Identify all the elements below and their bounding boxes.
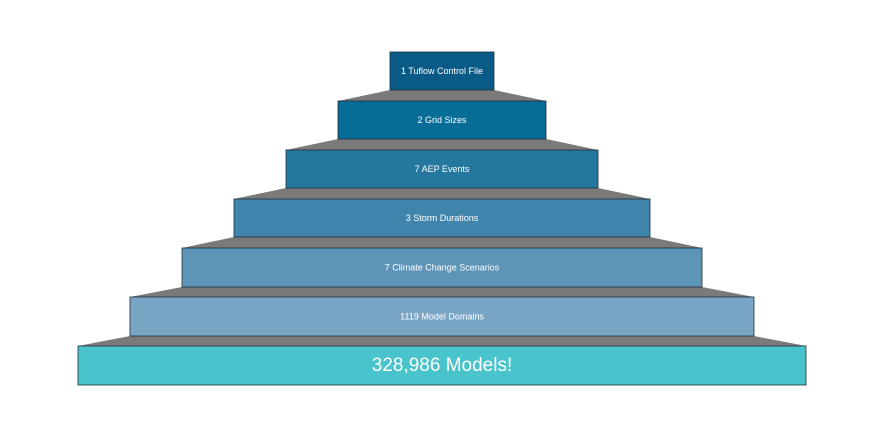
level-3: 7 AEP Events <box>285 149 599 189</box>
level-label-model-domains: 1119 Model Domains <box>400 312 484 322</box>
level-4: 3 Storm Durations <box>233 198 651 238</box>
level-total: 328,986 Models! <box>77 345 807 386</box>
step-connector <box>286 139 598 150</box>
level-label-tuflow-control-file: 1 Tuflow Control File <box>401 66 483 76</box>
level-2: 2 Grid Sizes <box>337 100 547 140</box>
level-box-grid-sizes <box>337 100 547 140</box>
total-models-label: 328,986 Models! <box>372 355 513 376</box>
level-label-climate-change-scenarios: 7 Climate Change Scenarios <box>385 263 500 273</box>
level-box-model-domains <box>129 296 755 337</box>
level-5: 7 Climate Change Scenarios <box>181 247 703 288</box>
step-connector <box>130 287 754 297</box>
step-connector <box>78 336 806 346</box>
level-label-aep-events: 7 AEP Events <box>415 164 470 174</box>
level-6: 1119 Model Domains <box>129 296 755 337</box>
step-connectors <box>78 90 806 346</box>
level-box-storm-durations <box>233 198 651 238</box>
step-connector <box>234 188 650 199</box>
step-connector <box>182 237 702 248</box>
level-label-storm-durations: 3 Storm Durations <box>406 213 479 223</box>
level-box-climate-change-scenarios <box>181 247 703 288</box>
level-box-aep-events <box>285 149 599 189</box>
level-label-grid-sizes: 2 Grid Sizes <box>417 115 467 125</box>
level-box-total-models <box>77 345 807 386</box>
level-box-tuflow-control-file <box>389 51 495 91</box>
step-connector <box>338 90 546 101</box>
level-1: 1 Tuflow Control File <box>389 51 495 91</box>
